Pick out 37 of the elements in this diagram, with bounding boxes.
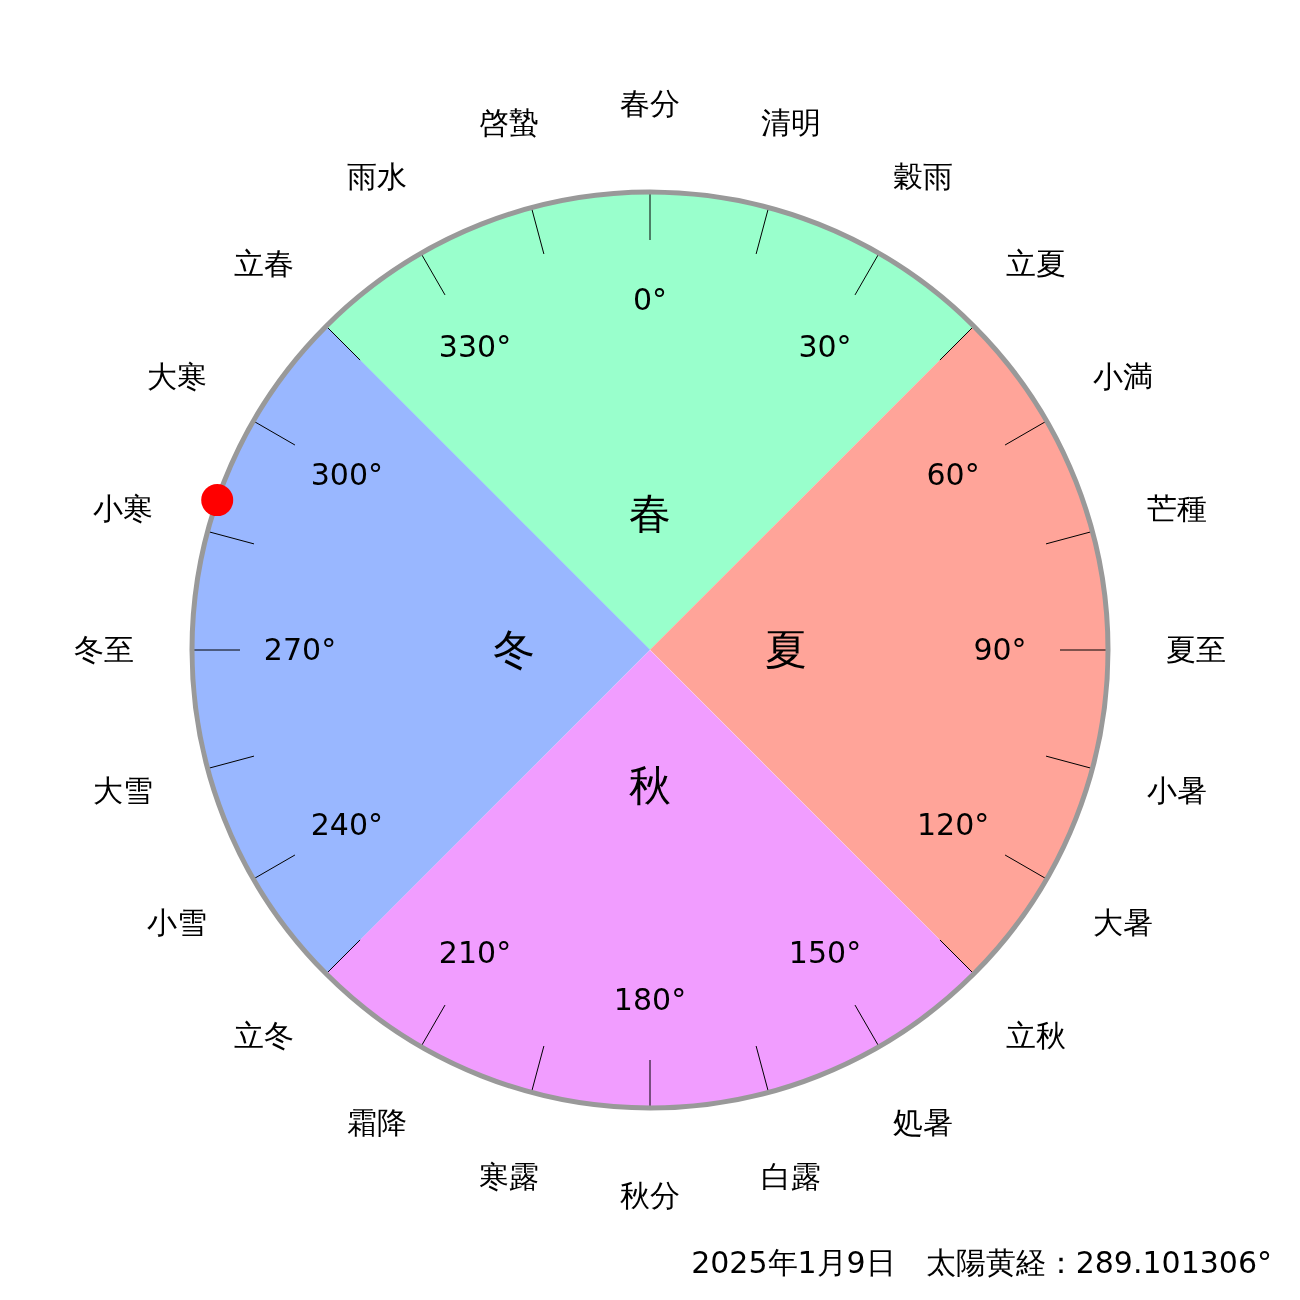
- degree-label: 330°: [438, 331, 512, 362]
- solar-term-label: 冬至: [74, 635, 134, 665]
- solar-term-label: 立春: [233, 248, 294, 279]
- season-label: 春: [629, 493, 671, 535]
- solar-term-label: 小暑: [1147, 776, 1208, 807]
- solar-term-label: 白露: [761, 1162, 822, 1193]
- solar-term-label: 大寒: [147, 362, 208, 392]
- caption: 2025年1月9日 太陽黄経：289.101306°: [691, 1248, 1272, 1278]
- solar-term-label: 小寒: [92, 493, 153, 524]
- degree-label: 150°: [788, 938, 862, 969]
- solar-term-label: 大暑: [1092, 908, 1153, 938]
- degree-label: 270°: [263, 635, 337, 665]
- solar-term-label: 立夏: [1006, 248, 1067, 279]
- solar-term-label: 啓蟄: [478, 107, 539, 138]
- solar-term-label: 小雪: [147, 908, 208, 938]
- season-label: 冬: [493, 629, 535, 671]
- degree-label: 0°: [632, 285, 668, 315]
- solar-term-label: 夏至: [1166, 635, 1226, 665]
- solar-term-label: 春分: [620, 89, 680, 119]
- solar-term-label: 大雪: [92, 776, 153, 807]
- solar-term-label: 立冬: [233, 1021, 294, 1052]
- solar-term-label: 立秋: [1006, 1021, 1067, 1052]
- degree-label: 120°: [916, 810, 990, 840]
- season-label: 夏: [765, 629, 807, 671]
- degree-label: 240°: [310, 810, 383, 840]
- solar-term-label: 秋分: [620, 1181, 680, 1211]
- degree-label: 30°: [798, 331, 852, 362]
- degree-label: 180°: [613, 985, 687, 1015]
- degree-label: 210°: [438, 938, 512, 969]
- season-label: 秋: [629, 765, 671, 807]
- solar-term-label: 清明: [761, 107, 822, 138]
- degree-label: 90°: [973, 635, 1027, 665]
- solar-term-label: 小満: [1092, 362, 1153, 392]
- solar-term-label: 芒種: [1147, 493, 1208, 524]
- solar-term-label: 寒露: [478, 1162, 539, 1193]
- degree-label: 60°: [926, 460, 980, 490]
- degree-label: 300°: [310, 460, 383, 490]
